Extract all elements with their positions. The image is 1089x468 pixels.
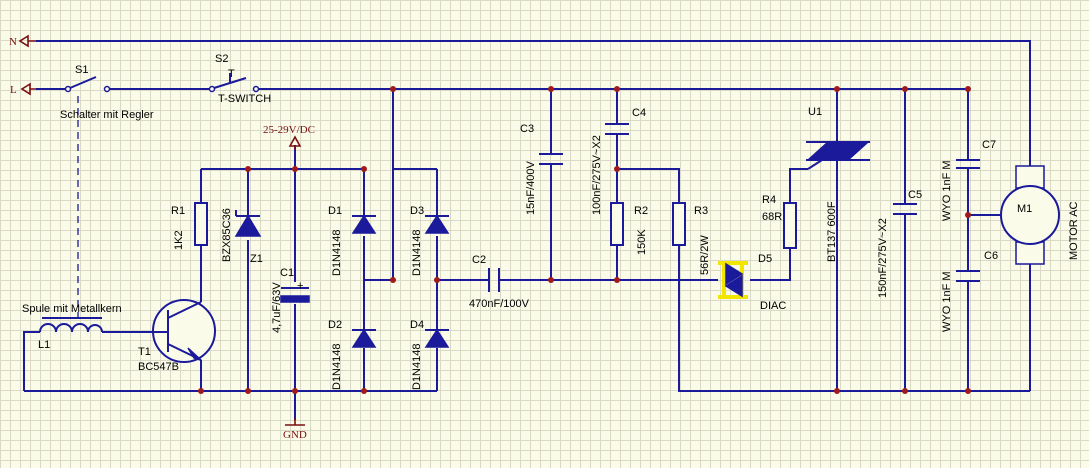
u1-value: BT137 600F <box>826 201 838 262</box>
svg-text:+: + <box>297 280 303 292</box>
u1-ref: U1 <box>808 106 822 118</box>
resistor-r4: R4 68R <box>762 194 797 249</box>
d1-value: D1N4148 <box>331 230 343 276</box>
d1-ref: D1 <box>328 205 342 217</box>
t1-value: BC547B <box>138 361 179 373</box>
c3-value: 15nF/400V <box>525 161 537 215</box>
s2-mark: T <box>228 68 235 80</box>
c7-ref: C7 <box>982 139 996 151</box>
c1-ref: C1 <box>280 267 294 279</box>
t1-ref: T1 <box>138 346 151 358</box>
capacitor-c5: C5 150nF/275V~X2 <box>877 189 922 298</box>
r3-value: 56R/2W <box>699 235 711 275</box>
zener-z1: BZX85C36 Z1 <box>221 208 263 265</box>
d4-value: D1N4148 <box>411 344 423 390</box>
r2-value: 150K <box>636 229 648 255</box>
d5-value: DIAC <box>760 300 786 312</box>
diode-d2: D2 D1N4148 <box>328 319 377 390</box>
resistor-r3: R3 56R/2W <box>672 202 711 275</box>
port-vdc: 25-29V/DC <box>263 124 315 150</box>
c3-ref: C3 <box>520 123 534 135</box>
s2-ref: S2 <box>215 53 228 65</box>
d5-ref: D5 <box>758 253 772 265</box>
switch-s1: S1 Schalter mit Regler <box>60 64 154 320</box>
d2-value: D1N4148 <box>331 344 343 390</box>
c1-value: 4,7uF/63V <box>271 282 283 333</box>
resistor-r2: R2 150K <box>610 202 648 255</box>
diode-d3: D3 D1N4148 <box>410 205 450 276</box>
r1-value: 1K2 <box>173 230 185 250</box>
port-gnd-label: GND <box>283 429 307 441</box>
m1-value: MOTOR AC <box>1068 201 1080 260</box>
capacitor-c2: C2 470nF/100V <box>469 254 530 310</box>
r3-ref: R3 <box>694 205 708 217</box>
transistor-t1: T1 BC547B <box>117 299 216 373</box>
capacitor-c7: C7 WYO 1nF M <box>941 139 996 221</box>
c4-ref: C4 <box>632 107 646 119</box>
d2-ref: D2 <box>328 319 342 331</box>
port-gnd: GND <box>283 418 307 441</box>
s1-desc: Schalter mit Regler <box>60 109 154 121</box>
c5-value: 150nF/275V~X2 <box>877 218 889 298</box>
port-l: L <box>10 82 36 96</box>
motor-m1: M1 MOTOR AC <box>1000 165 1080 265</box>
r4-value: 68R <box>762 211 782 223</box>
capacitor-c4: C4 100nF/275V~X2 <box>591 107 646 215</box>
c6-value: WYO 1nF M <box>941 271 953 332</box>
l1-desc: Spule mit Metallkern <box>22 303 122 315</box>
inductor-l1: Spule mit Metallkern L1 <box>22 303 122 351</box>
port-vdc-label: 25-29V/DC <box>263 124 315 136</box>
m1-ref: M1 <box>1017 203 1032 215</box>
r1-ref: R1 <box>171 205 185 217</box>
c2-value: 470nF/100V <box>469 298 530 310</box>
capacitor-c1: + C1 4,7uF/63V <box>271 267 310 333</box>
c6-ref: C6 <box>984 250 998 262</box>
d4-ref: D4 <box>410 319 424 331</box>
d3-ref: D3 <box>410 205 424 217</box>
s1-ref: S1 <box>75 64 88 76</box>
port-l-label: L <box>10 84 17 96</box>
port-n-label: N <box>9 36 17 48</box>
s2-desc: T-SWITCH <box>218 93 271 105</box>
c7-value: WYO 1nF M <box>941 160 953 221</box>
switch-s2: S2 T T-SWITCH <box>208 53 271 105</box>
capacitor-c3: C3 15nF/400V <box>520 123 563 215</box>
d3-value: D1N4148 <box>411 230 423 276</box>
triac-u1: U1 BT137 600F <box>806 106 870 262</box>
l1-ref: L1 <box>38 339 50 351</box>
diac-d5: D5 DIAC <box>718 253 786 312</box>
c5-ref: C5 <box>908 189 922 201</box>
c4-value: 100nF/275V~X2 <box>591 135 603 215</box>
z1-value: BZX85C36 <box>221 208 233 262</box>
r2-ref: R2 <box>634 205 648 217</box>
port-n: N <box>9 34 36 48</box>
r4-ref: R4 <box>762 194 776 206</box>
c2-ref: C2 <box>472 254 486 266</box>
resistor-r1: R1 1K2 <box>171 202 208 250</box>
wires <box>23 40 1031 420</box>
junctions <box>198 86 971 394</box>
capacitor-c6: C6 WYO 1nF M <box>941 250 998 332</box>
z1-ref: Z1 <box>250 253 263 265</box>
diode-d1: D1 D1N4148 <box>328 205 377 276</box>
diode-d4: D4 D1N4148 <box>410 319 450 390</box>
